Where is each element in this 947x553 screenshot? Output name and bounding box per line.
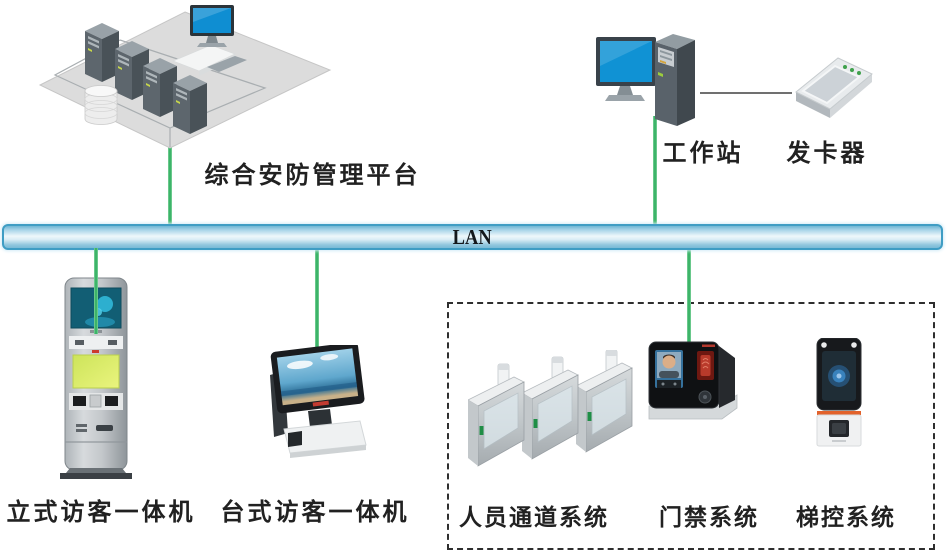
subsystems-group-box bbox=[447, 302, 935, 550]
lan-label: LAN bbox=[452, 224, 493, 249]
platform-node bbox=[35, 5, 340, 153]
face-access-terminal-icon bbox=[648, 341, 738, 420]
access-control-label: 门禁系统 bbox=[659, 504, 759, 530]
turnstile-system-label: 人员通道系统 bbox=[459, 504, 609, 530]
desktop-kiosk-node bbox=[258, 345, 370, 463]
connector-lan-desktop-kiosk bbox=[315, 248, 319, 353]
access-control-node bbox=[645, 338, 749, 438]
elevator-control-node bbox=[812, 338, 866, 450]
connector-platform-lan bbox=[168, 146, 172, 224]
elevator-reader-icon bbox=[816, 338, 862, 447]
lan-bus: LAN bbox=[2, 224, 943, 250]
cable-workstation-card-issuer bbox=[700, 92, 792, 94]
desktop-visitor-terminal-icon bbox=[270, 345, 367, 458]
server-cluster-platform-icon bbox=[38, 5, 332, 149]
desktop-kiosk-label: 台式访客一体机 bbox=[220, 499, 410, 526]
card-issuer-reader-icon bbox=[795, 57, 873, 118]
standing-kiosk-label: 立式访客一体机 bbox=[6, 499, 196, 526]
platform-label: 综合安防管理平台 bbox=[204, 162, 421, 189]
speed-gate-turnstile-icon bbox=[468, 350, 633, 467]
standing-visitor-kiosk-icon bbox=[60, 277, 132, 479]
workstation-computer-icon bbox=[596, 34, 695, 126]
workstation-label: 工作站 bbox=[662, 140, 744, 167]
card-issuer-node bbox=[788, 52, 880, 122]
connector-lan-standing-kiosk bbox=[94, 248, 98, 334]
card-issuer-label: 发卡器 bbox=[786, 140, 868, 167]
standing-kiosk-node bbox=[58, 276, 134, 481]
connector-workstation-lan bbox=[653, 116, 657, 224]
turnstile-node bbox=[468, 350, 633, 470]
elevator-control-label: 梯控系统 bbox=[796, 504, 896, 530]
workstation-node bbox=[593, 30, 711, 130]
connector-lan-access-control bbox=[687, 248, 691, 348]
